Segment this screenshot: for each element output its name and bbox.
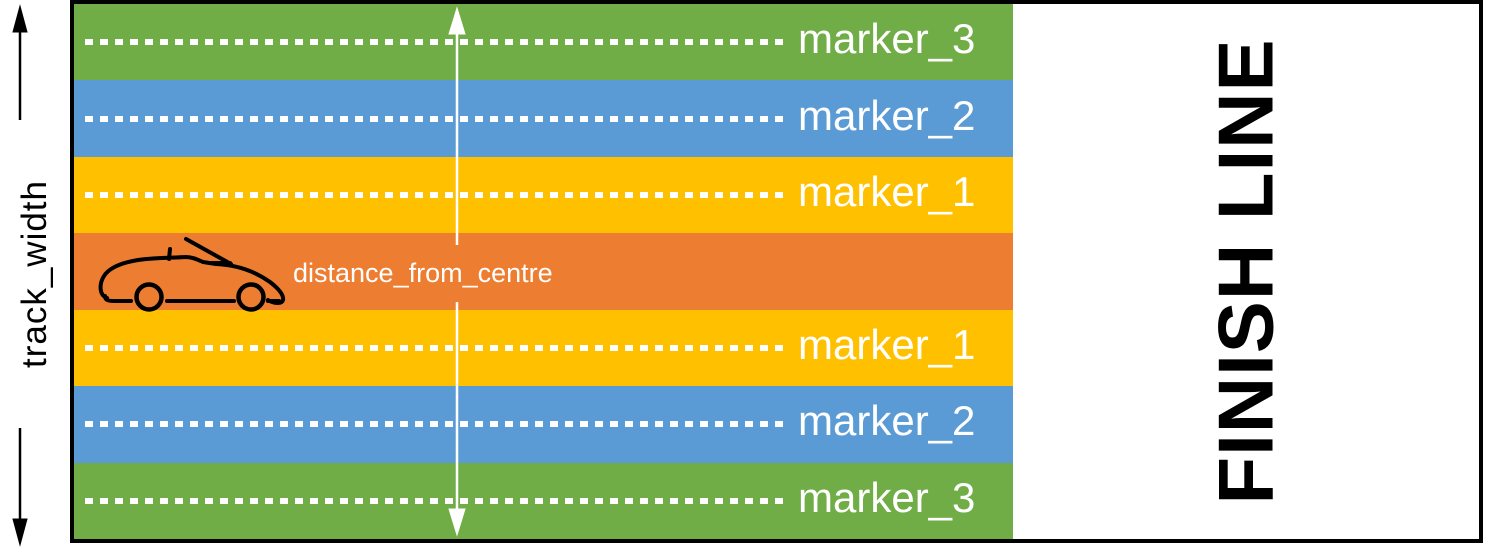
dotted-marker-line <box>85 497 788 504</box>
marker-label: marker_1 <box>798 320 976 368</box>
car-icon <box>98 237 286 312</box>
lanes: marker_3 marker_2 marker_1 marker_1 marker_2… <box>74 4 1013 539</box>
finish-line-panel: FINISH LINE <box>1012 4 1479 539</box>
marker-label: marker_3 <box>798 15 976 63</box>
lane-marker_2: marker_2 <box>74 386 1013 463</box>
marker-label: marker_2 <box>798 397 976 445</box>
distance-from-centre-label: distance_from_centre <box>289 245 567 302</box>
marker-label: marker_2 <box>798 91 976 139</box>
lane-marker_1: marker_1 <box>74 156 1013 234</box>
dotted-marker-line <box>85 39 788 46</box>
track-width-label: track_width <box>15 179 54 368</box>
dotted-marker-line <box>85 115 788 122</box>
lane-marker_3: marker_3 <box>74 462 1013 539</box>
track-width-label-wrap: track_width <box>0 0 70 547</box>
dotted-marker-line <box>85 344 788 351</box>
lane-marker_1: marker_1 <box>74 309 1013 387</box>
finish-line-label: FINISH LINE <box>1201 38 1290 505</box>
lane-marker_3: marker_3 <box>74 4 1013 81</box>
lane-marker_2: marker_2 <box>74 80 1013 157</box>
distance-from-centre-text: distance_from_centre <box>293 258 553 288</box>
dotted-marker-line <box>85 192 788 199</box>
track-width-gutter: track_width <box>0 0 70 547</box>
track-width-arrow-icon <box>12 4 28 547</box>
marker-label: marker_3 <box>798 473 976 521</box>
track: marker_3 marker_2 marker_1 marker_1 marker_2… <box>70 0 1483 543</box>
dotted-marker-line <box>85 421 788 428</box>
marker-label: marker_1 <box>798 168 976 216</box>
